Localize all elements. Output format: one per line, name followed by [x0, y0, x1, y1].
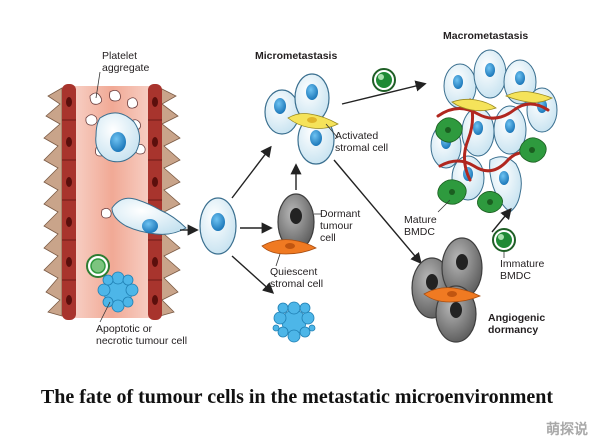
label-immature-bmdc: Immature BMDC — [500, 258, 545, 282]
figure-caption: The fate of tumour cells in the metastat… — [40, 386, 554, 408]
leader-quiescent — [275, 253, 281, 267]
label-apoptotic-necrotic-cell: Apoptotic or necrotic tumour cell — [96, 323, 188, 347]
apoptotic-cell-in-vessel — [97, 271, 139, 313]
vessel-wall-left — [62, 84, 76, 320]
micrometastasis-cluster — [264, 73, 339, 165]
arrow-immature-bmdc-to-macro — [491, 207, 512, 233]
label-micrometastasis: Micrometastasis — [255, 50, 338, 62]
leader-mature-bmdc — [437, 199, 451, 213]
arrow-micro-to-macro — [341, 80, 427, 105]
label-activated-stromal-cell: Activated stromal cell — [335, 130, 389, 154]
label-mature-bmdc: Mature BMDC — [404, 214, 437, 238]
arrow-to-apoptotic — [231, 255, 275, 294]
tumour-cell-in-platelet-aggregate — [95, 112, 140, 163]
watermark: 萌探说 — [546, 422, 588, 438]
immature-bmdc-cell — [492, 228, 516, 252]
label-macrometastasis: Macrometastasis — [443, 30, 529, 42]
label-dormant-tumour-cell: Dormant tumour cell — [320, 208, 361, 244]
angiogenic-dormancy-cluster — [411, 237, 483, 343]
dormant-tumour-cell — [277, 193, 315, 251]
macrometastasis-cluster — [430, 49, 558, 213]
label-platelet-aggregate: Platelet aggregate — [102, 50, 150, 74]
quiescent-stromal-cell — [261, 239, 317, 255]
vessel-outer-spikes-left — [43, 87, 63, 317]
label-quiescent-stromal-cell: Quiescent stromal cell — [270, 266, 324, 290]
vessel-wall-segments — [62, 119, 162, 281]
extravasating-tumour-cell — [111, 197, 187, 235]
leader-apoptotic — [99, 301, 111, 323]
vessel-outer-spikes-right — [159, 87, 181, 317]
disseminated-tumour-cell — [199, 197, 237, 255]
floating-bmdc-top — [372, 68, 396, 92]
apoptotic-cell-outcome — [272, 301, 316, 343]
vessel-wall-right — [148, 84, 162, 320]
leader-activated-stromal — [325, 123, 339, 139]
leader-platelet-aggregate — [95, 71, 101, 99]
bmdc-cell-in-vessel — [86, 254, 110, 278]
label-angiogenic-dormancy: Angiogenic dormancy — [488, 312, 546, 336]
arrow-micro-to-angiogenic — [333, 159, 422, 265]
blood-vessel — [43, 71, 187, 323]
arrow-to-micrometastasis — [231, 145, 272, 199]
